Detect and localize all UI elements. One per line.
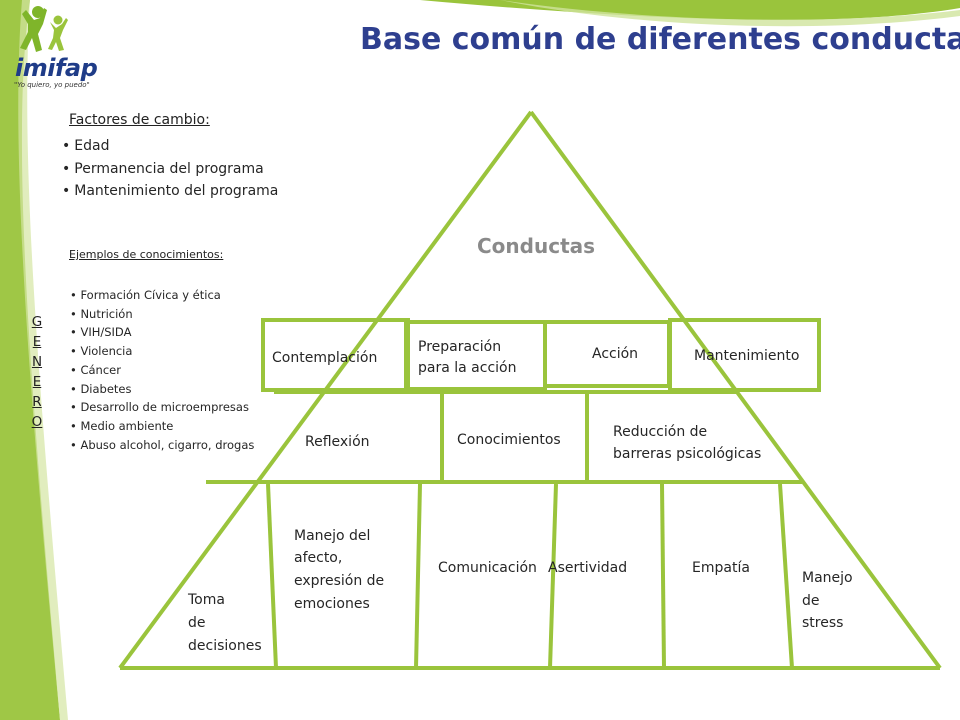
stage-accion: Acción <box>592 346 639 362</box>
stage-preparacion-line2: para la acción <box>418 360 517 376</box>
genero-letter: E <box>32 374 42 390</box>
stage-contemplacion: Contemplación <box>272 350 378 366</box>
stage-mantenimiento: Mantenimiento <box>694 348 800 364</box>
example-item: VIH/SIDA <box>70 323 254 342</box>
base-afecto-line2: afecto, <box>294 550 343 566</box>
genero-letter: R <box>32 394 42 410</box>
factor-item: Mantenimiento del programa <box>62 180 278 203</box>
middle-reduccion-line2: barreras psicológicas <box>613 446 762 462</box>
base-toma-line1: Toma <box>188 592 225 608</box>
base-stress-line3: stress <box>802 615 844 631</box>
example-item: Violencia <box>70 342 254 361</box>
base-asertividad: Asertividad <box>548 560 628 576</box>
example-item: Formación Cívica y ética <box>70 286 254 305</box>
base-empatia: Empatía <box>692 560 750 576</box>
examples-heading: Ejemplos de conocimientos: <box>69 248 224 261</box>
genero-vertical-label: G E N E R O <box>28 312 46 432</box>
pyramid-lines <box>118 110 942 670</box>
page-title: Base común de diferentes conductas <box>360 22 960 57</box>
genero-letter: O <box>31 414 43 430</box>
logo-tagline: "Yo quiero, yo puedo" <box>14 81 90 89</box>
middle-reduccion-line1: Reducción de <box>613 424 708 440</box>
top-swoosh-decoration <box>420 0 960 20</box>
genero-letter: G <box>31 314 43 330</box>
base-toma-line3: decisiones <box>188 638 262 654</box>
base-afecto-line1: Manejo del <box>294 528 371 544</box>
base-afecto-line3: expresión de <box>294 573 385 589</box>
left-swoosh-highlight <box>18 0 68 720</box>
base-divider-2 <box>414 483 422 669</box>
factor-item: Edad <box>62 135 278 158</box>
base-divider-4 <box>660 483 666 669</box>
stage-preparacion-line1: Preparación <box>418 339 502 355</box>
base-divider-5 <box>778 483 794 669</box>
example-item: Medio ambiente <box>70 417 254 436</box>
logo-figures-icon <box>20 6 68 52</box>
example-item: Cáncer <box>70 361 254 380</box>
factors-list: Edad Permanencia del programa Mantenimie… <box>62 135 278 203</box>
factor-item: Permanencia del programa <box>62 158 278 181</box>
examples-list: Formación Cívica y ética Nutrición VIH/S… <box>70 286 254 454</box>
base-afecto-line4: emociones <box>294 596 370 612</box>
pyramid-top-label: Conductas <box>477 234 596 258</box>
example-item: Abuso alcohol, cigarro, drogas <box>70 436 254 455</box>
example-item: Nutrición <box>70 305 254 324</box>
top-swoosh-light <box>500 0 960 27</box>
base-divider-1 <box>266 483 278 669</box>
middle-reflexion: Reflexión <box>305 434 370 450</box>
genero-letter: N <box>31 354 43 370</box>
factors-heading: Factores de cambio: <box>69 112 210 128</box>
base-stress-line1: Manejo <box>802 570 853 586</box>
base-stress-line2: de <box>802 593 820 609</box>
example-item: Diabetes <box>70 380 254 399</box>
base-toma-line2: de <box>188 615 206 631</box>
logo-wordmark: imifap <box>15 54 98 82</box>
middle-conocimientos: Conocimientos <box>457 432 561 448</box>
genero-letter: E <box>32 334 42 350</box>
stage-box-mantenimiento <box>668 318 821 392</box>
base-divider-3 <box>548 483 558 669</box>
base-comunicacion: Comunicación <box>438 560 537 576</box>
example-item: Desarrollo de microempresas <box>70 398 254 417</box>
